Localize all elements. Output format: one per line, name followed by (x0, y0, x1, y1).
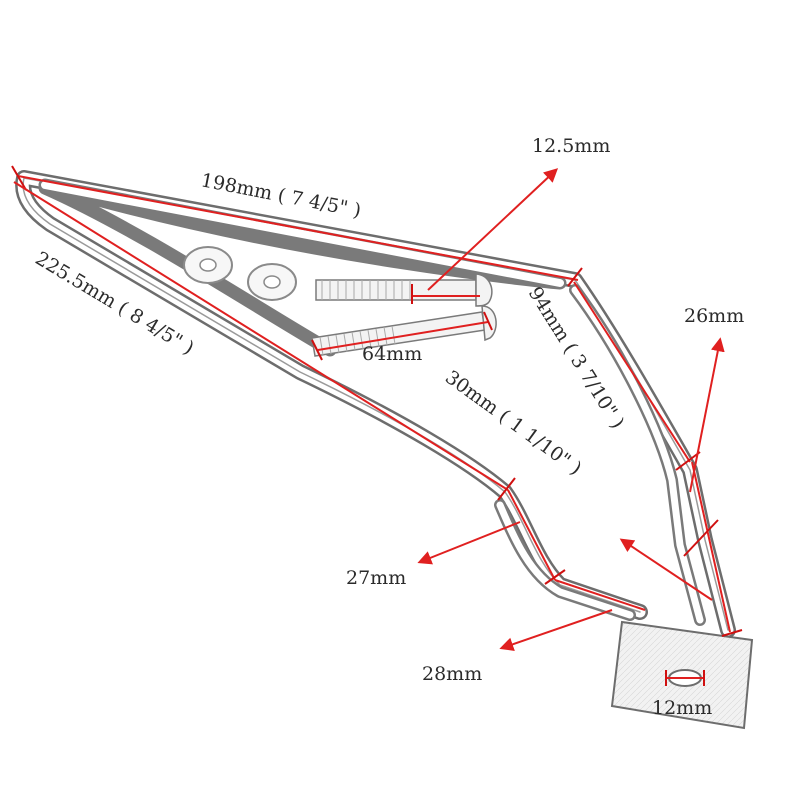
lower-width-arrow (417, 521, 521, 565)
bottom-width-label: 28mm (422, 663, 482, 685)
dimension-lines (11, 165, 743, 686)
right-width-arrow (689, 337, 725, 493)
left-length-line (13, 181, 509, 491)
bolt-length-label: 64mm (362, 343, 422, 365)
washer-icon (183, 246, 297, 301)
right-width-label: 26mm (684, 305, 744, 327)
bottom-width-arrow (499, 609, 613, 651)
right-lower-line (691, 461, 731, 633)
lower-left-line (507, 489, 556, 581)
bolt-diameter-label: 12.5mm (532, 135, 610, 157)
top-length-line (17, 175, 579, 281)
dimension-arrows (417, 168, 725, 651)
bolt-diameter-arrow (427, 168, 559, 291)
bracket-icon (15, 170, 736, 638)
mounting-plate-icon (610, 620, 754, 730)
slot-width-label: 12mm (652, 697, 712, 719)
bolt-length-line (317, 321, 489, 351)
lower-width-label: 27mm (346, 567, 406, 589)
inner-span-arrow (619, 538, 713, 601)
right-upper-line (573, 281, 691, 463)
